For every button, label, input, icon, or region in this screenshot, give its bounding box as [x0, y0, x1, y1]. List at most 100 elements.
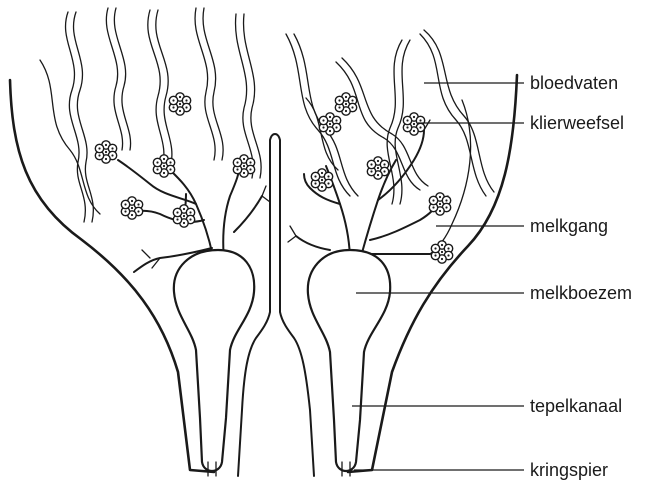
alveolus-lumen	[314, 182, 316, 184]
alveolus-lumen	[243, 165, 245, 167]
alveolus-lumen	[156, 161, 158, 163]
alveolus-lumen	[327, 182, 329, 184]
alveolus-lumen	[183, 215, 185, 217]
alveolus-lumen	[189, 211, 191, 213]
alveolus-lumen	[338, 106, 340, 108]
label-kringspier: kringspier	[530, 460, 608, 480]
alveolus-lumen	[406, 119, 408, 121]
alveolus-lumen	[189, 218, 191, 220]
alveolus-lumen	[124, 210, 126, 212]
label-bloedvaten: bloedvaten	[530, 73, 618, 93]
alveolus-lumen	[383, 163, 385, 165]
alveolus-lumen	[413, 123, 415, 125]
label-melkboezem: melkboezem	[530, 283, 632, 303]
alveolus-lumen	[236, 168, 238, 170]
alveolus-lumen	[406, 126, 408, 128]
alveolus-lumen	[327, 175, 329, 177]
alveolus-lumen	[345, 110, 347, 112]
alveolus-lumen	[137, 210, 139, 212]
alveolus-lumen	[419, 119, 421, 121]
alveolus-lumen	[124, 203, 126, 205]
alveolus-lumen	[111, 154, 113, 156]
alveolus-lumen	[329, 123, 331, 125]
alveolus-lumen	[335, 126, 337, 128]
alveolus-lumen	[98, 154, 100, 156]
alveoli-cluster	[311, 169, 332, 191]
alveoli-cluster	[233, 155, 254, 177]
alveolus-lumen	[176, 211, 178, 213]
alveolus-lumen	[179, 96, 181, 98]
alveoli-cluster	[173, 205, 194, 227]
alveolus-lumen	[370, 163, 372, 165]
alveoli-cluster	[403, 113, 424, 135]
alveolus-lumen	[131, 200, 133, 202]
alveolus-lumen	[156, 168, 158, 170]
alveolus-lumen	[419, 126, 421, 128]
alveolus-lumen	[447, 254, 449, 256]
alveolus-lumen	[345, 103, 347, 105]
alveolus-lumen	[345, 96, 347, 98]
alveolus-lumen	[131, 214, 133, 216]
alveolus-lumen	[176, 218, 178, 220]
udder-outer-outline	[10, 75, 517, 476]
alveolus-lumen	[179, 110, 181, 112]
alveolus-lumen	[131, 207, 133, 209]
alveolus-lumen	[329, 130, 331, 132]
alveolus-lumen	[185, 106, 187, 108]
alveoli-cluster	[429, 193, 450, 215]
alveolus-lumen	[314, 175, 316, 177]
alveolus-lumen	[447, 247, 449, 249]
alveolus-lumen	[439, 210, 441, 212]
alveolus-lumen	[321, 186, 323, 188]
alveolus-lumen	[172, 106, 174, 108]
alveoli-cluster	[121, 197, 142, 219]
alveoli-cluster	[431, 241, 452, 263]
alveolus-lumen	[432, 199, 434, 201]
gland-tissue-alveoli	[95, 93, 452, 263]
alveolus-lumen	[169, 168, 171, 170]
alveolus-lumen	[441, 244, 443, 246]
alveolus-lumen	[105, 158, 107, 160]
alveolus-lumen	[335, 119, 337, 121]
alveolus-lumen	[137, 203, 139, 205]
label-klierweefsel: klierweefsel	[530, 113, 624, 133]
alveolus-lumen	[413, 116, 415, 118]
alveolus-lumen	[163, 158, 165, 160]
label-tepelkanaal: tepelkanaal	[530, 396, 622, 416]
alveolus-lumen	[439, 196, 441, 198]
alveolus-lumen	[163, 165, 165, 167]
alveolus-lumen	[432, 206, 434, 208]
alveolus-lumen	[445, 206, 447, 208]
alveolus-lumen	[249, 168, 251, 170]
alveolus-lumen	[441, 258, 443, 260]
alveolus-lumen	[169, 161, 171, 163]
alveolus-lumen	[172, 99, 174, 101]
alveoli-cluster	[153, 155, 174, 177]
alveolus-lumen	[434, 254, 436, 256]
alveolus-lumen	[383, 170, 385, 172]
alveolus-lumen	[183, 222, 185, 224]
alveolus-lumen	[370, 170, 372, 172]
label-melkgang: melkgang	[530, 216, 608, 236]
alveoli-cluster	[95, 141, 116, 163]
alveolus-lumen	[243, 158, 245, 160]
alveolus-lumen	[338, 99, 340, 101]
alveolus-lumen	[439, 203, 441, 205]
alveolus-lumen	[183, 208, 185, 210]
alveolus-lumen	[163, 172, 165, 174]
alveolus-lumen	[377, 167, 379, 169]
alveoli-cluster	[335, 93, 356, 115]
alveolus-lumen	[105, 151, 107, 153]
alveolus-lumen	[243, 172, 245, 174]
alveolus-lumen	[249, 161, 251, 163]
alveolus-lumen	[322, 126, 324, 128]
alveolus-lumen	[98, 147, 100, 149]
alveolus-lumen	[185, 99, 187, 101]
alveolus-lumen	[377, 174, 379, 176]
alveolus-lumen	[236, 161, 238, 163]
alveolus-lumen	[321, 172, 323, 174]
alveolus-lumen	[377, 160, 379, 162]
alveolus-lumen	[441, 251, 443, 253]
milk-ducts	[118, 120, 448, 272]
